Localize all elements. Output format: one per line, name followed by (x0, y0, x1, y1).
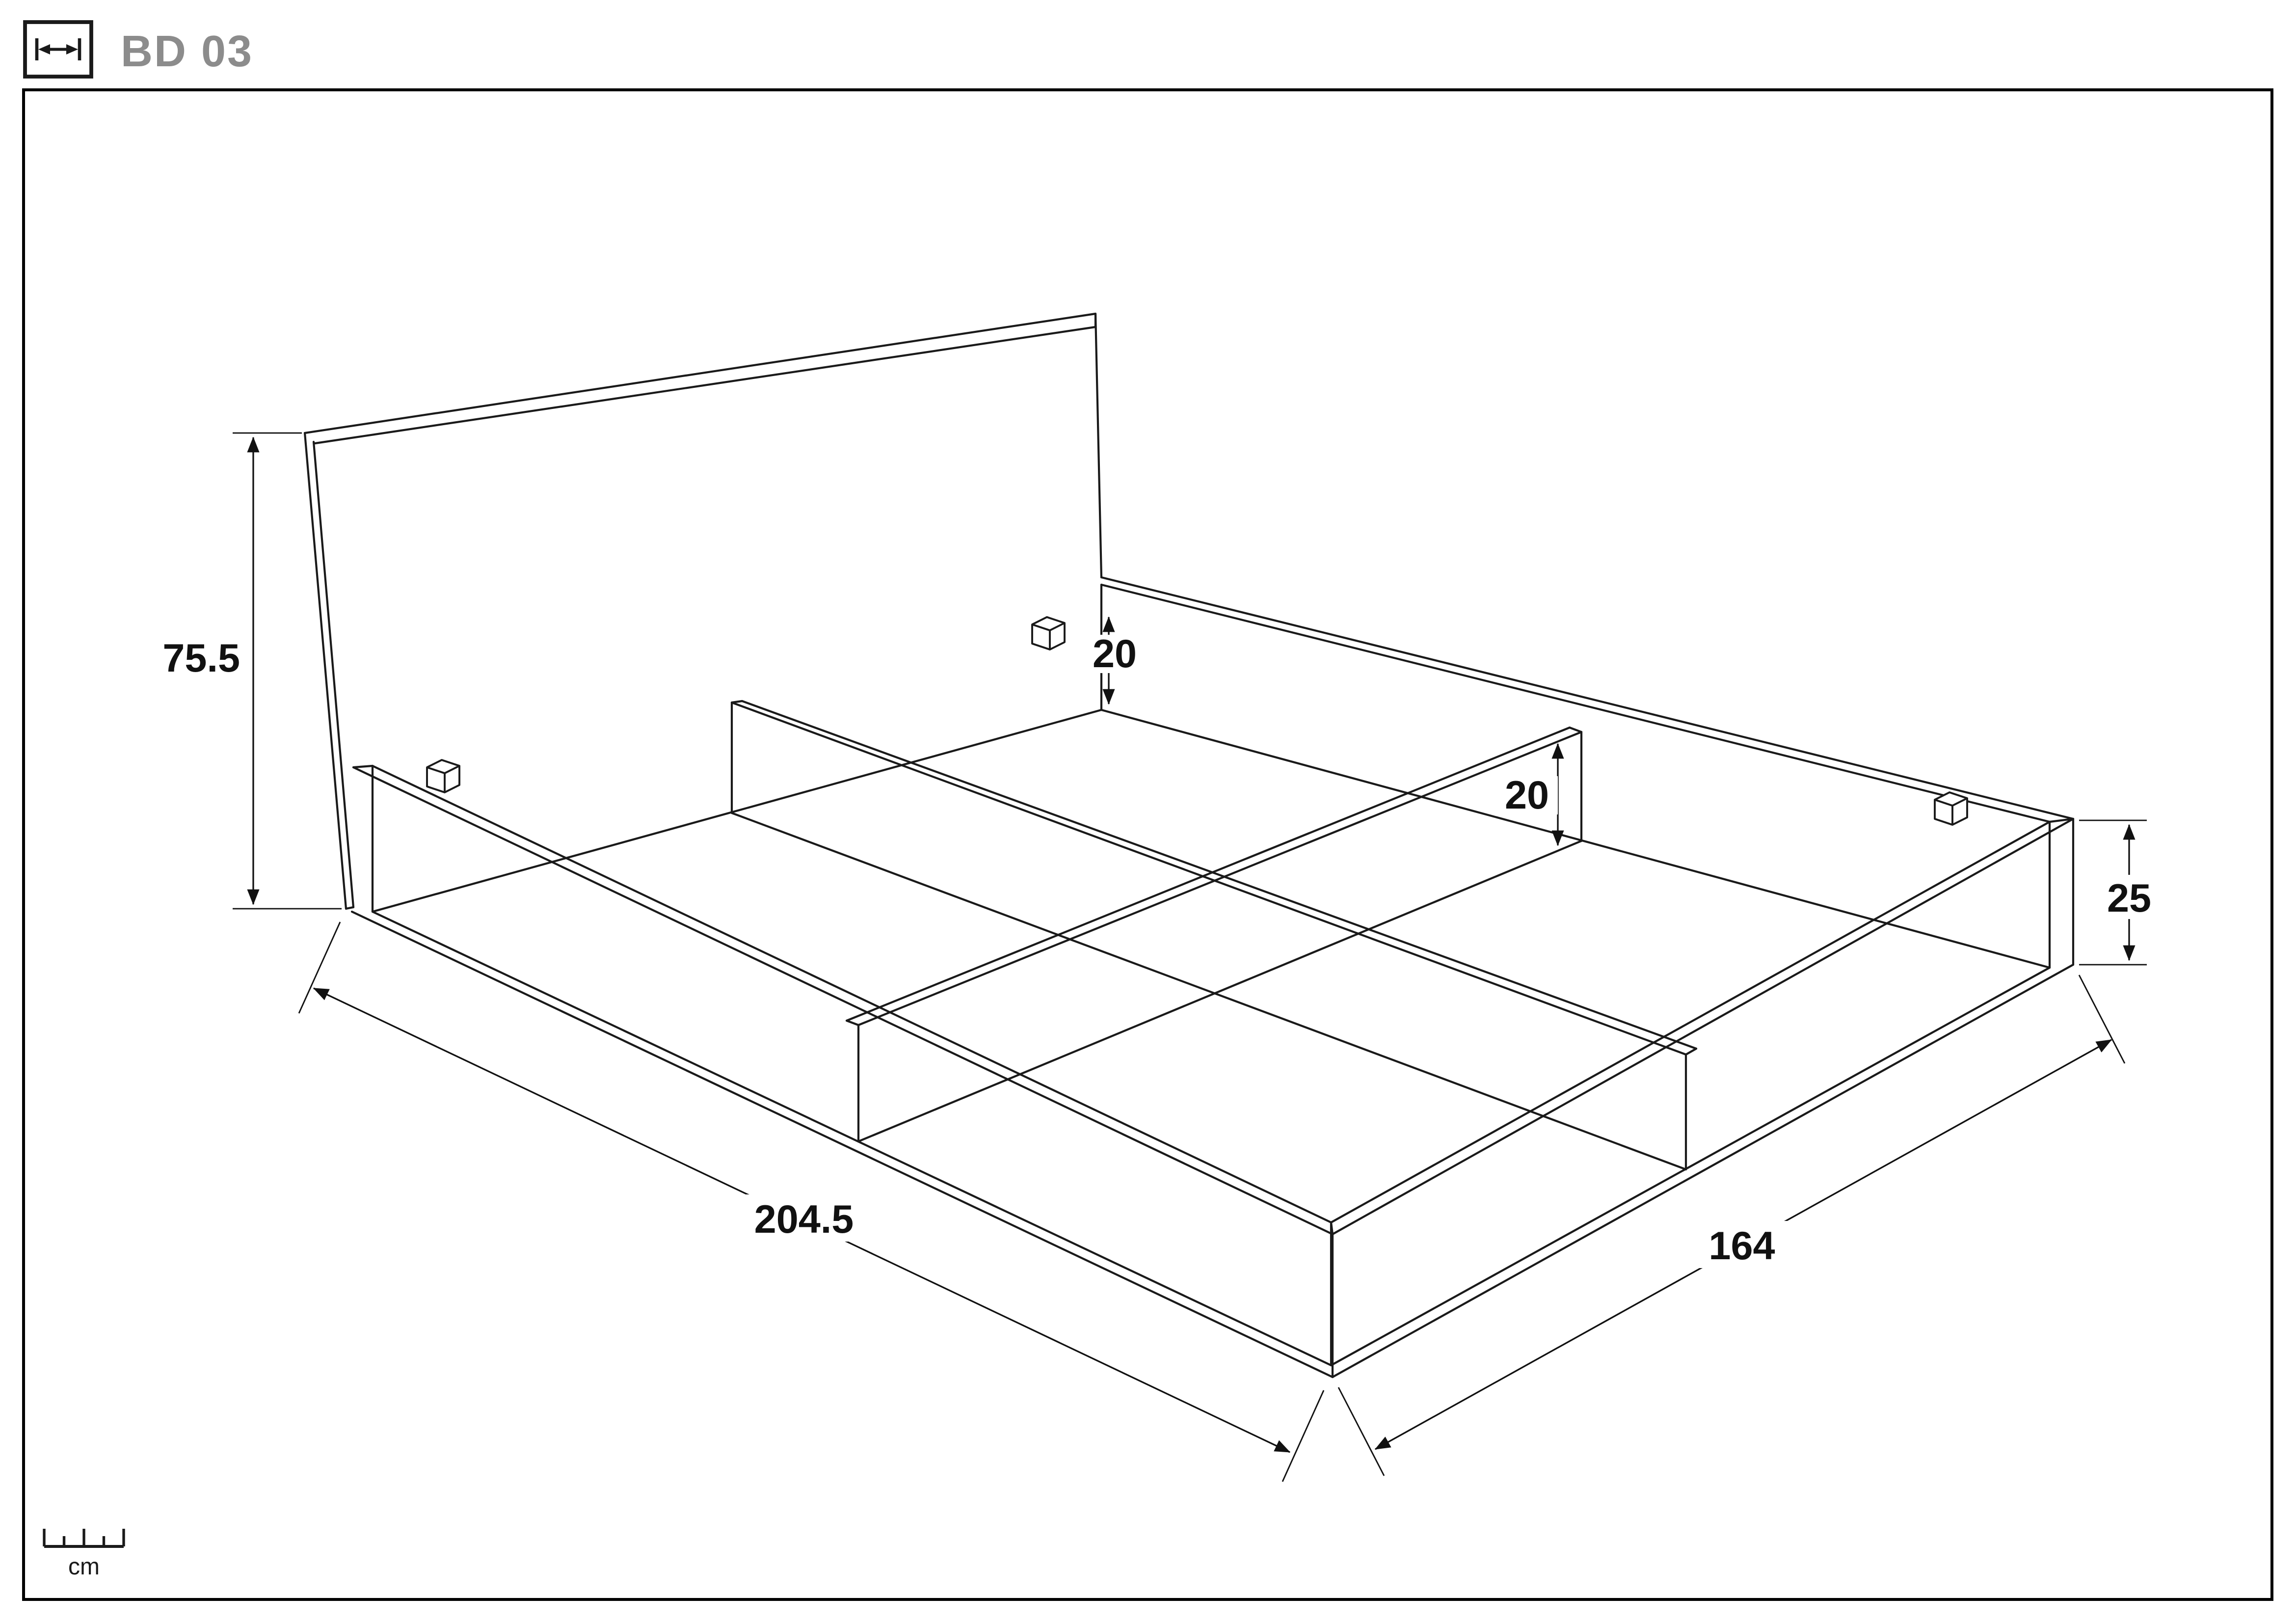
dim-frame-width: 164 (1337, 974, 2126, 1476)
scale-ruler: cm (43, 1528, 125, 1580)
dim-label-frame-length: 204.5 (754, 1197, 854, 1242)
dim-label-frame-width: 164 (1709, 1224, 1775, 1268)
dim-label-bg (1087, 634, 1143, 673)
dim-label-storage-depth: 20 (1093, 632, 1137, 676)
unit-label: cm (68, 1554, 100, 1580)
dim-frame-height: 25 (2079, 819, 2162, 966)
headboard-panel (303, 312, 1103, 910)
dim-storage-depth: 20 (1087, 616, 1143, 705)
cross-divider-panel (845, 726, 1583, 1143)
bed-frame (303, 312, 2075, 1379)
dim-label-bg (1695, 1220, 1789, 1268)
dim-label-frame-height: 25 (2107, 876, 2151, 920)
sheet-code: BD 03 (121, 27, 253, 76)
scale-ruler-icon (43, 1528, 125, 1548)
dimension-sheet-icon (23, 20, 93, 79)
dim-divider-height: 20 (1493, 743, 1564, 846)
bracket-left-rail-icon (426, 759, 460, 793)
dim-label-bg (2096, 874, 2162, 919)
dim-label-divider-height: 20 (1505, 773, 1549, 817)
dim-label-bg (1493, 776, 1558, 814)
dim-headboard-height: 75.5 (162, 432, 342, 910)
drawing-border (22, 88, 2273, 1601)
sheet-header: BD 03 (23, 20, 253, 79)
bracket-back-rail-icon (1934, 791, 1968, 826)
base-frame (350, 576, 2075, 1379)
bracket-headboard-icon (1031, 616, 1066, 650)
dim-label-headboard-height: 75.5 (162, 636, 240, 680)
dim-label-bg (735, 1194, 874, 1242)
dim-frame-length: 204.5 (298, 921, 1325, 1482)
